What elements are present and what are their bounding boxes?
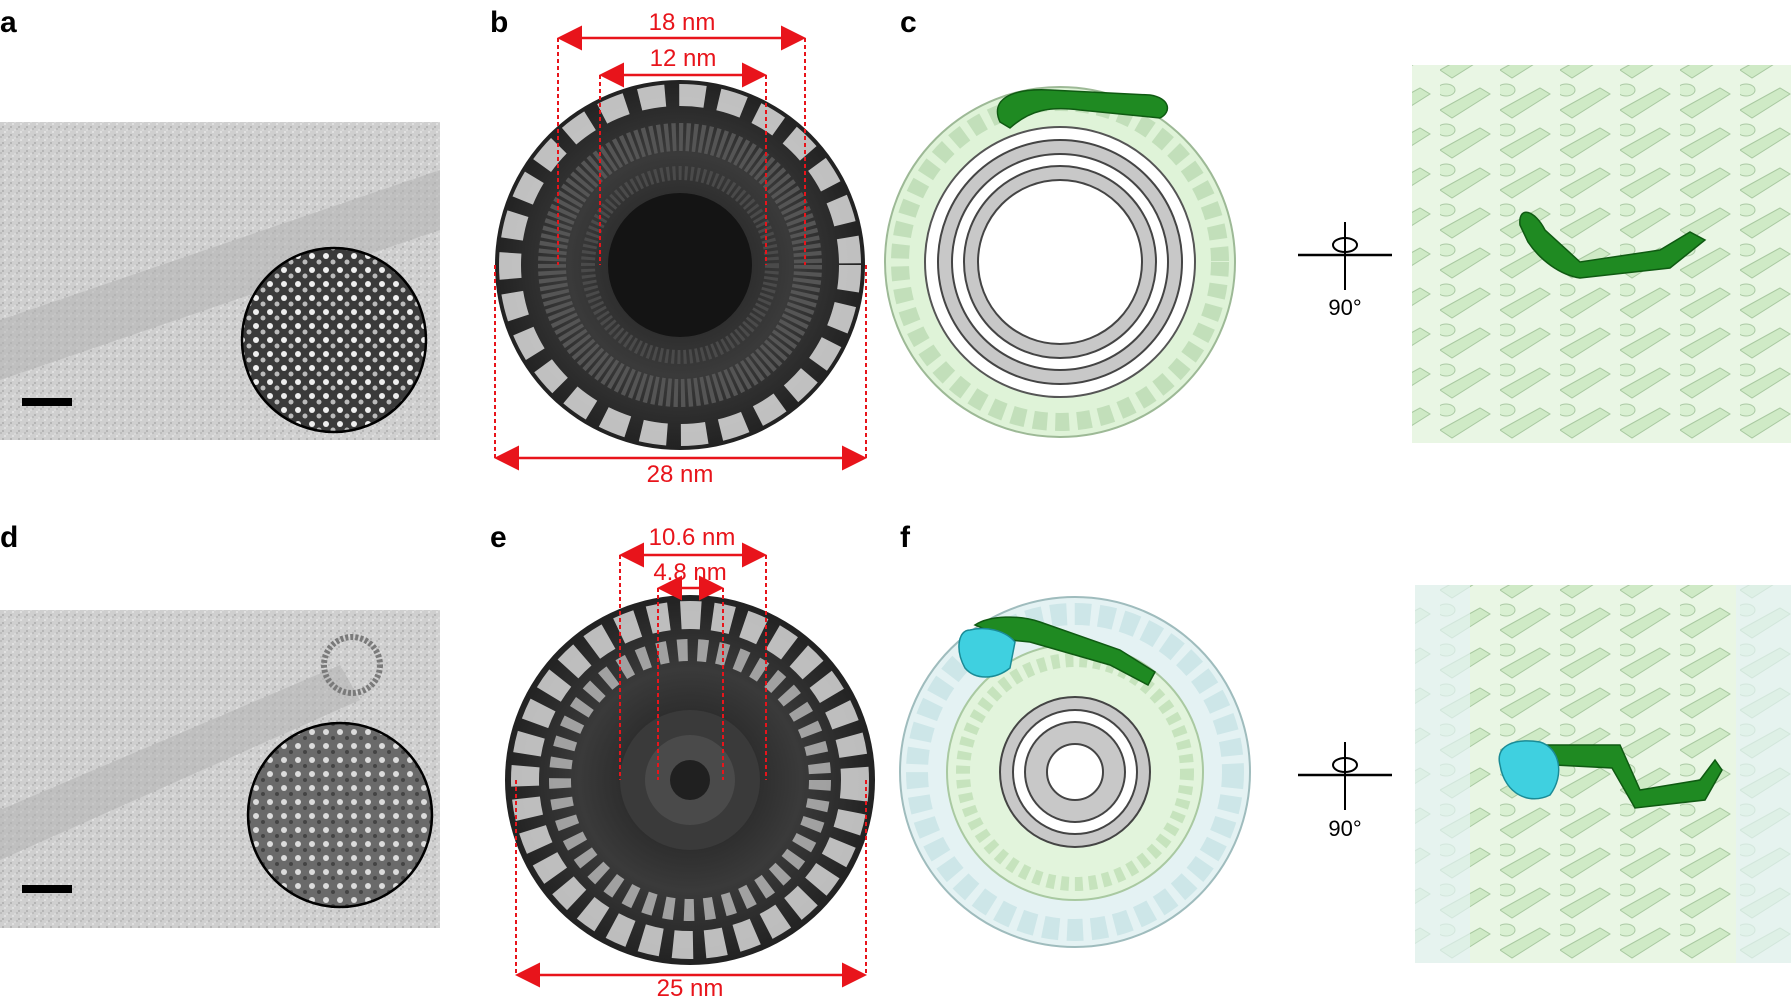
highlighted-subunit bbox=[973, 616, 1156, 687]
panel-f-density-side-view bbox=[1415, 585, 1791, 963]
class-average-inset bbox=[246, 721, 434, 909]
panel-label-c: c bbox=[900, 6, 917, 39]
dimension-18nm-label: 18 nm bbox=[649, 9, 716, 36]
dimension-28nm-label: 28 nm bbox=[647, 461, 714, 488]
highlighted-subunit-side bbox=[1519, 211, 1707, 279]
highlighted-subunit bbox=[996, 89, 1169, 129]
rotation-label-bottom: 90° bbox=[1328, 816, 1361, 841]
panel-c-density-top-view bbox=[884, 86, 1236, 438]
dimension-4-8nm-label: 4.8 nm bbox=[653, 559, 726, 586]
highlighted-subunit-side bbox=[1538, 744, 1723, 809]
rotation-indicator-bottom: 90° bbox=[1298, 742, 1392, 841]
panel-c-density-side-view bbox=[1412, 65, 1791, 443]
scale-bar bbox=[22, 398, 72, 406]
dimension-25nm-label: 25 nm bbox=[657, 975, 724, 998]
panel-label-e: e bbox=[490, 521, 507, 554]
panel-label-a: a bbox=[0, 6, 17, 39]
scale-bar bbox=[22, 885, 72, 893]
panel-e-cross-section: 10.6 nm 4.8 nm 25 nm bbox=[505, 524, 875, 998]
panel-d-micrograph bbox=[0, 610, 440, 928]
partner-protein-side bbox=[1498, 740, 1560, 800]
dimension-10-6nm-label: 10.6 nm bbox=[649, 524, 736, 551]
panel-a-micrograph bbox=[0, 122, 440, 440]
rotation-label-top: 90° bbox=[1328, 295, 1361, 320]
class-average-inset bbox=[240, 246, 428, 434]
panel-label-b: b bbox=[490, 6, 508, 39]
partner-protein bbox=[958, 627, 1016, 678]
panel-b-cross-section: 18 nm 12 nm 28 nm bbox=[494, 9, 867, 488]
panel-label-f: f bbox=[900, 521, 911, 554]
dimension-12nm-label: 12 nm bbox=[650, 45, 717, 72]
rotation-indicator-top: 90° bbox=[1298, 222, 1392, 320]
panel-label-d: d bbox=[0, 521, 18, 554]
panel-f-density-top-view bbox=[899, 596, 1251, 948]
